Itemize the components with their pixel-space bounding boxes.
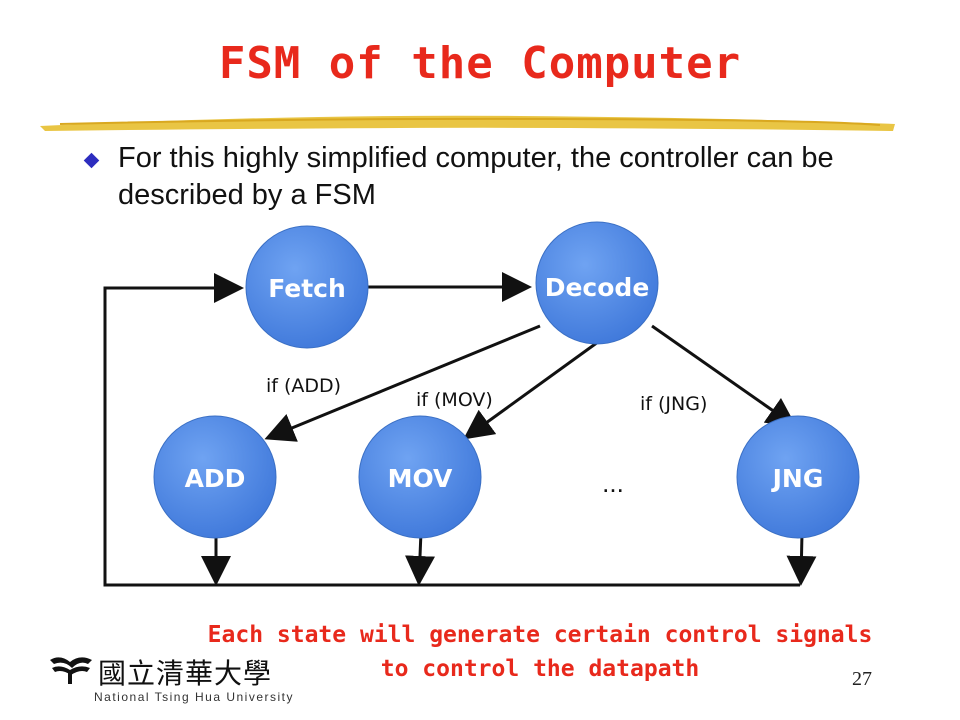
state-mov: MOV xyxy=(358,415,482,539)
state-add: ADD xyxy=(153,415,277,539)
slide-title: FSM of the Computer xyxy=(218,38,742,89)
state-jng-label: JNG xyxy=(771,464,824,493)
footer-line-1: Each state will generate certain control… xyxy=(207,622,873,648)
university-name-english: National Tsing Hua University xyxy=(94,690,295,704)
edge-mov-return xyxy=(405,531,435,586)
page-number: 27 xyxy=(852,668,872,690)
bullet-text: For this highly simplified computer, the… xyxy=(118,142,834,211)
state-jng: JNG xyxy=(736,415,860,539)
edge-label-if-jng: if (JNG) xyxy=(640,393,707,415)
state-decode-label: Decode xyxy=(545,273,650,302)
footer-line-2: to control the datapath xyxy=(380,656,700,682)
state-fetch: Fetch xyxy=(245,225,369,349)
edge-jng-return xyxy=(786,532,817,586)
more-states-ellipsis: ... xyxy=(602,468,624,498)
university-emblem-icon xyxy=(50,657,92,684)
state-decode: Decode xyxy=(535,221,659,345)
edge-return-loop xyxy=(103,273,800,587)
edge-decode-jng xyxy=(651,324,797,428)
title-underline-brush xyxy=(40,115,895,131)
university-name-chinese: 國立清華大學 xyxy=(98,657,273,690)
state-add-label: ADD xyxy=(185,464,246,493)
footer-note: Each state will generate certain control… xyxy=(160,618,920,686)
edge-decode-mov xyxy=(463,340,599,440)
edge-label-if-mov: if (MOV) xyxy=(416,389,493,411)
edge-decode-add xyxy=(264,324,541,442)
state-mov-label: MOV xyxy=(388,464,453,493)
state-fetch-label: Fetch xyxy=(268,274,346,303)
edge-label-if-add: if (ADD) xyxy=(266,375,341,397)
